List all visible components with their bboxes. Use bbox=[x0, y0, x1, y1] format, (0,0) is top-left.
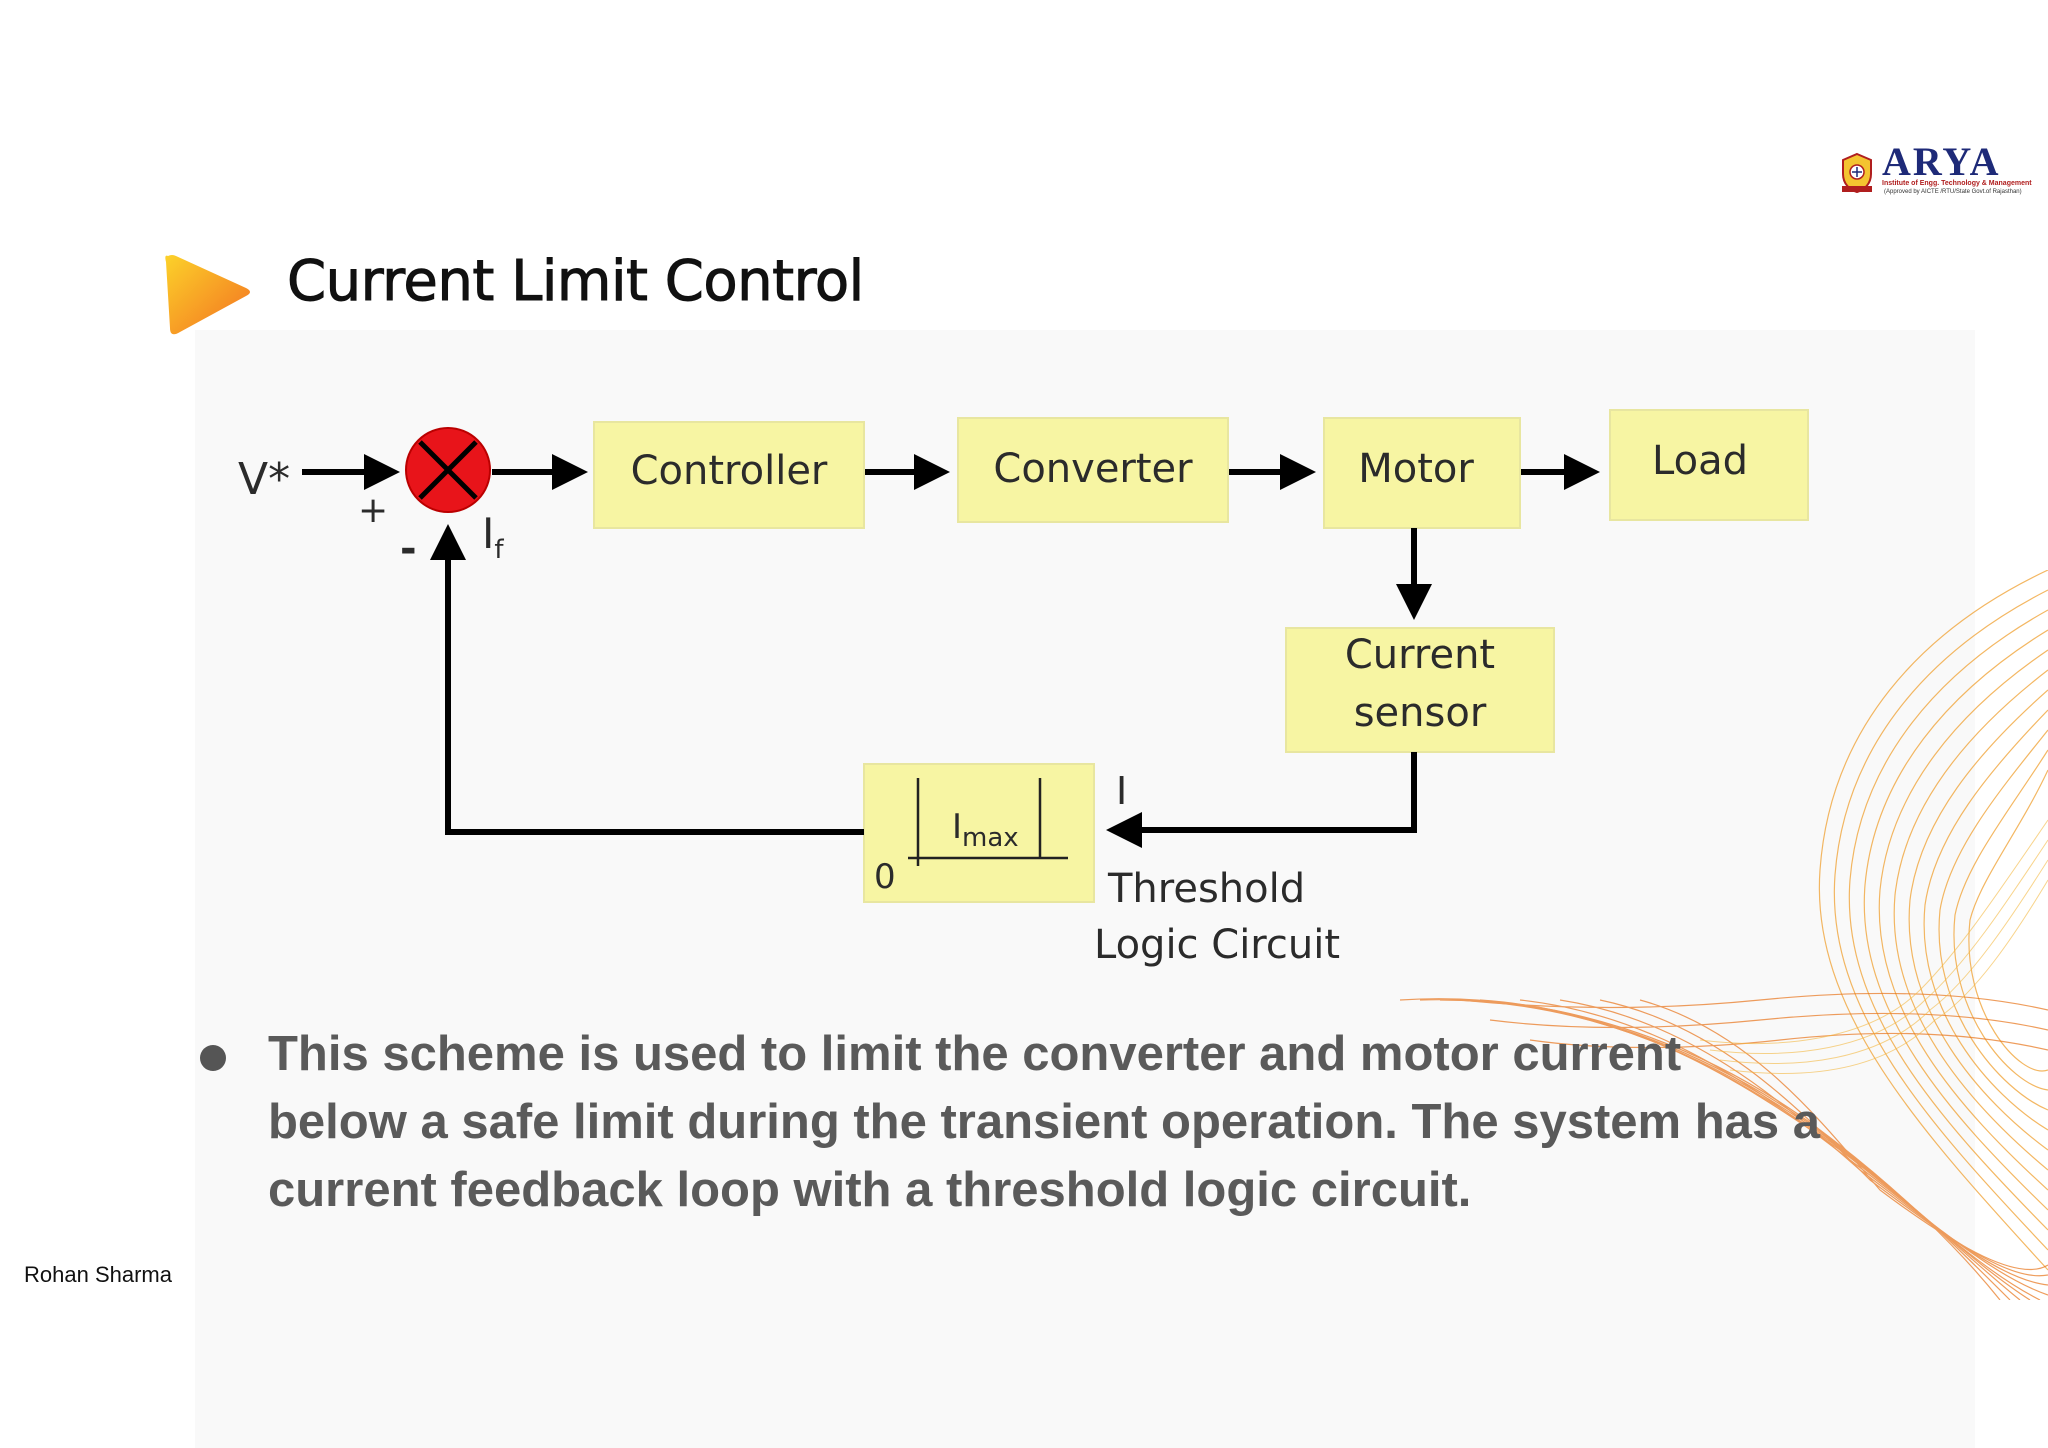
feedback-path-arrow bbox=[430, 524, 864, 835]
arrow-sensor-to-threshold bbox=[1106, 752, 1417, 848]
summing-junction bbox=[405, 427, 491, 513]
bullet-text: This scheme is used to limit the convert… bbox=[268, 1027, 1821, 1217]
converter-label: Converter bbox=[993, 446, 1193, 492]
author-name: Rohan Sharma bbox=[24, 1262, 172, 1287]
slide-title: Current Limit Control bbox=[287, 249, 865, 315]
feedback-current-label: If bbox=[482, 509, 504, 565]
minus-sign: - bbox=[400, 526, 417, 572]
title-play-arrow-icon bbox=[165, 255, 250, 335]
current-sensor-label-line1: Current bbox=[1345, 632, 1495, 678]
plus-sign: + bbox=[358, 490, 388, 531]
threshold-zero-label: 0 bbox=[874, 857, 896, 897]
controller-label: Controller bbox=[631, 448, 828, 494]
motor-label: Motor bbox=[1358, 446, 1474, 492]
logo-subtitle: Institute of Engg. Technology & Manageme… bbox=[1882, 180, 2032, 187]
threshold-caption-line1: Threshold bbox=[1107, 866, 1305, 912]
threshold-caption-line2: Logic Circuit bbox=[1094, 922, 1340, 968]
load-block: Load bbox=[1609, 409, 1809, 521]
threshold-imax-label: Imax bbox=[952, 807, 1019, 853]
logo-wordmark: ARYA bbox=[1882, 139, 2001, 184]
current-signal-label: I bbox=[1116, 769, 1127, 813]
logo-seal-icon bbox=[1842, 152, 1872, 194]
threshold-logic-block: 0 Imax bbox=[863, 763, 1095, 903]
load-label: Load bbox=[1652, 438, 1748, 484]
input-reference-label: V* bbox=[238, 454, 290, 505]
bullet-marker bbox=[200, 1045, 226, 1071]
converter-block: Converter bbox=[957, 417, 1229, 523]
institute-logo: ARYA Institute of Engg. Technology & Man… bbox=[1840, 142, 2040, 200]
controller-block: Controller bbox=[593, 421, 865, 529]
decorative-swirl-graphic bbox=[1400, 570, 2048, 1300]
current-sensor-label-line2: sensor bbox=[1354, 690, 1487, 736]
motor-block: Motor bbox=[1323, 417, 1521, 529]
current-sensor-block: Current sensor bbox=[1285, 627, 1555, 753]
logo-approval-line: (Approved by AICTE /RTU/State Govt.of Ra… bbox=[1884, 189, 2022, 195]
